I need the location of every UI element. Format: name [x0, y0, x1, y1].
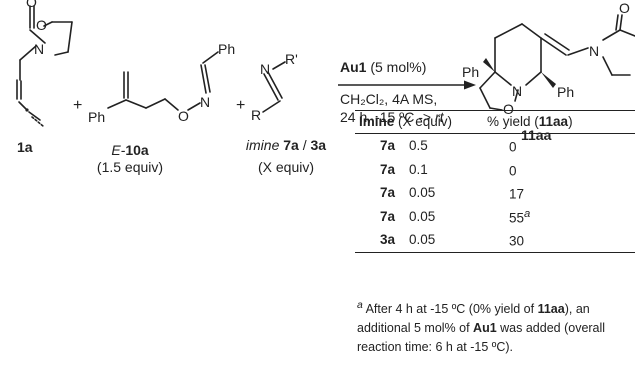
table-row: 3a 0.05 30 [355, 228, 635, 253]
cell-imine: 7a [379, 185, 395, 201]
reactant-10a-label-bold: 10a [125, 142, 149, 158]
product-atom-ph-right: Ph [557, 84, 574, 100]
footnote-catalyst: Au1 [473, 321, 497, 336]
plus-sign-2: + [236, 97, 245, 114]
cell-yield: 0 [483, 134, 635, 158]
condition-catalyst: Au1 (5 mol%) [340, 59, 426, 75]
cell-imine: 3a [355, 228, 399, 253]
r1-atom-o-ring: O [36, 17, 47, 33]
yield-table: Imine (X equiv) % yield (11aa) 7a 0.5 0 … [355, 110, 635, 253]
table-row: 7a 0.05 17 [355, 181, 635, 205]
condition-catalyst-loading: (5 mol%) [366, 59, 426, 75]
cell-imine: 7a [379, 161, 395, 177]
footnote-compound: 11aa [537, 302, 565, 317]
imine-structure [262, 61, 286, 113]
reactant-10a-equiv-note: (1.5 equiv) [97, 159, 163, 175]
imine-label-7a: 7a [283, 137, 299, 153]
header-yield-compound: 11aa [538, 114, 569, 129]
r1-atom-n: N [34, 41, 44, 57]
product-11aa-structure [479, 14, 635, 111]
table-footnote: a After 4 h at -15 ºC (0% yield of 11aa)… [357, 296, 635, 357]
r2-atom-o: O [178, 108, 189, 124]
reactant-10a-label-prefix: E- [111, 142, 125, 158]
plus-sign-1: + [73, 97, 82, 114]
r2-atom-n: N [200, 94, 210, 110]
r3-atom-r: R [251, 107, 261, 123]
cell-imine: 7a [379, 208, 395, 224]
r1-atom-o-carbonyl: O [26, 0, 37, 10]
product-atom-n-ring: N [512, 83, 522, 99]
cell-equiv: 0.1 [409, 161, 428, 177]
imine-equiv-note: (X equiv) [258, 159, 314, 175]
table-row: 7a 0.1 0 [355, 158, 635, 182]
product-atom-ph-left: Ph [462, 64, 479, 80]
reaction-arrow-head [464, 80, 476, 90]
product-atom-o-carbonyl: O [619, 0, 630, 16]
cell-yield-value: 17 [509, 186, 525, 202]
cell-yield-value: 0 [509, 139, 517, 155]
cell-yield-value: 0 [509, 163, 517, 178]
header-equiv: (X equiv) [394, 114, 453, 129]
imine-label-sep: / [299, 137, 311, 153]
footnote-text-1: After 4 h at -15 ºC (0% yield of [362, 302, 538, 317]
reactant-1a-label: 1a [17, 139, 33, 155]
reactant-10a-structure [107, 51, 219, 111]
cell-yield: 0 [483, 158, 635, 182]
cell-equiv: 0.5 [409, 138, 428, 154]
table-row: 7a 0.5 0 [355, 134, 635, 158]
header-imine-equiv: Imine (X equiv) [355, 110, 483, 134]
cell-yield: 55a [483, 205, 635, 229]
cell-equiv: 0.05 [399, 228, 483, 253]
condition-solvent: CH₂Cl₂, 4A MS, [340, 91, 437, 107]
r2-atom-ph-left: Ph [88, 109, 105, 125]
footnote-mark: a [357, 300, 363, 311]
cell-yield-footnote-mark: a [524, 207, 531, 220]
imine-label-italic: imine [246, 137, 280, 153]
cell-equiv: 0.05 [409, 185, 436, 201]
header-yield-prefix: % yield ( [487, 114, 539, 129]
footnote-text-3: was added (overall reaction time: 6 h at… [357, 321, 606, 355]
r2-atom-ph-top: Ph [218, 41, 235, 57]
imine-label: imine 7a / 3a [246, 137, 326, 153]
imine-label-3a: 3a [311, 137, 327, 153]
cell-yield: 17 [483, 181, 635, 205]
cell-yield: 30 [483, 228, 635, 253]
product-atom-n-oxazolidinone: N [589, 43, 599, 59]
header-imine: Imine [359, 114, 395, 129]
r3-atom-n: N [260, 61, 270, 77]
cell-imine: 7a [379, 138, 395, 154]
header-yield: % yield (11aa) [483, 110, 635, 134]
product-atom-o-ring: O [503, 101, 514, 117]
yield-table-header-row: Imine (X equiv) % yield (11aa) [355, 110, 635, 134]
cell-equiv: 0.05 [409, 208, 436, 224]
cell-yield-value: 30 [509, 233, 525, 249]
footnote-text-2: ), an additional 5 mol% of [357, 302, 590, 336]
cell-yield-value: 55 [509, 210, 525, 225]
reactant-10a-label: E-10a [111, 142, 149, 158]
r3-atom-r-prime: R' [285, 51, 298, 67]
header-yield-suffix: ) [568, 114, 573, 129]
reactant-1a-structure [16, 5, 73, 127]
table-row: 7a 0.05 55a [355, 205, 635, 229]
condition-catalyst-name: Au1 [340, 59, 367, 75]
